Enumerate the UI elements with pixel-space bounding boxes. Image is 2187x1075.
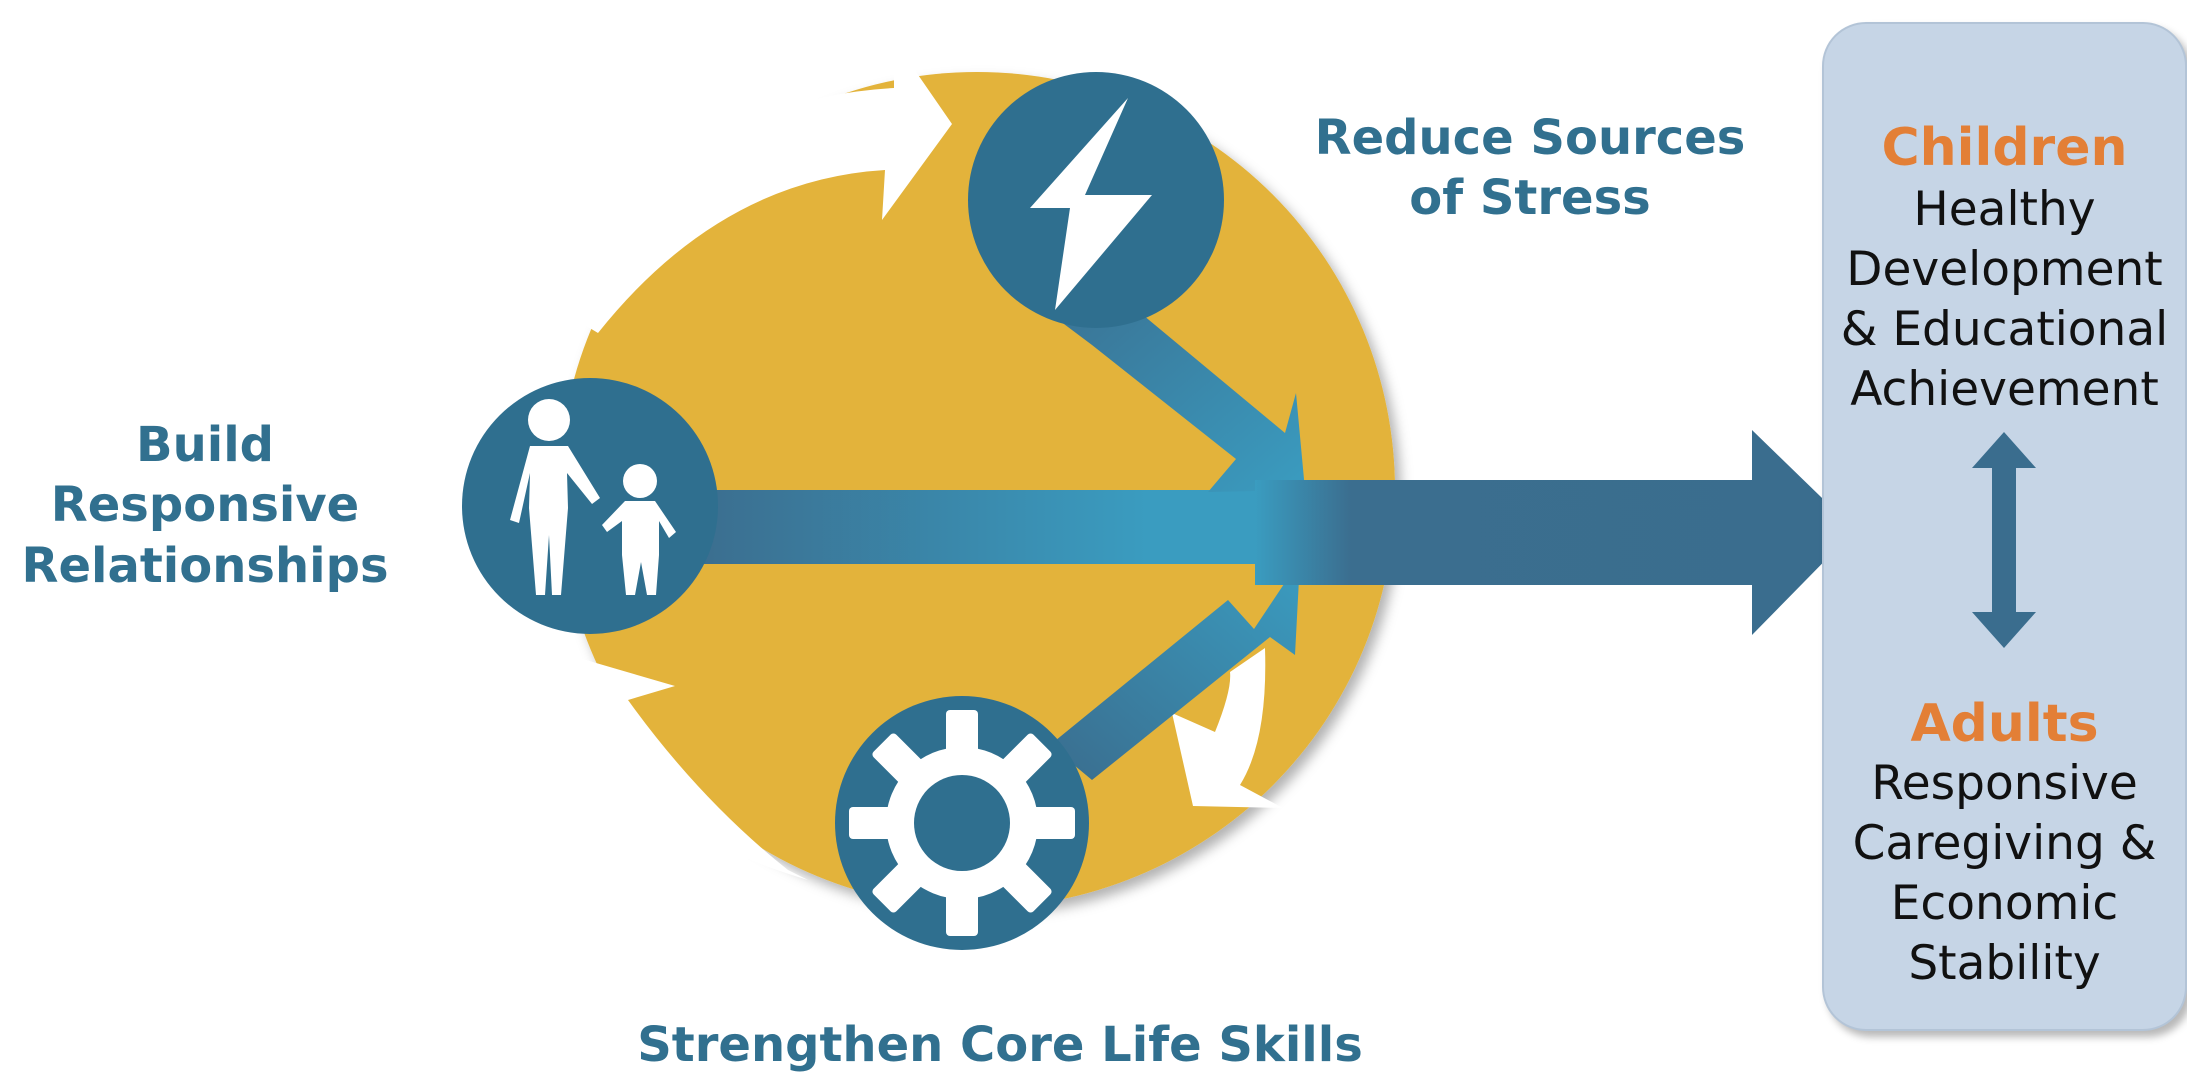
gear-icon	[849, 710, 1075, 936]
label-line: Responsive	[50, 477, 360, 534]
skills-connector	[1050, 560, 1300, 780]
outcome-line: Economic	[1890, 876, 2119, 931]
label-line: of Stress	[1409, 170, 1651, 227]
outcome-line: Achievement	[1850, 362, 2159, 417]
label-build-relationships: Build Responsive Relationships	[0, 415, 410, 596]
children-outcomes: Healthy Development & Educational Achiev…	[1818, 180, 2187, 420]
outcome-line: Development	[1846, 242, 2163, 297]
adults-heading: Adults	[1910, 694, 2099, 754]
outcome-line: Caregiving &	[1852, 816, 2157, 871]
outcome-arrow	[1255, 430, 1855, 635]
cycle-arrow-top	[530, 40, 952, 333]
bidirectional-arrow-icon	[1972, 432, 2036, 648]
children-heading: Children	[1881, 118, 2128, 178]
outcome-panel: Children Healthy Development & Education…	[1822, 22, 2187, 1031]
skills-badge	[835, 696, 1089, 950]
outcome-line: & Educational	[1840, 302, 2169, 357]
label-line: Build	[135, 417, 275, 473]
label-reduce-stress: Reduce Sources of Stress	[1285, 108, 1775, 229]
stress-badge	[968, 72, 1224, 328]
outcome-line: Responsive	[1871, 756, 2138, 811]
parent-child-icon	[510, 399, 676, 595]
label-strengthen-skills: Strengthen Core Life Skills	[637, 1017, 1363, 1073]
cycle-arrows	[513, 40, 1283, 880]
cycle-arrow-right	[1172, 648, 1283, 808]
lightning-bolt-icon	[1030, 98, 1152, 310]
relationships-badge	[462, 378, 718, 634]
cycle-arrow-left	[513, 651, 808, 880]
relationships-connector	[700, 490, 1260, 564]
outcome-line: Healthy	[1913, 182, 2096, 237]
label-line: Relationships	[21, 537, 389, 594]
label-line: Reduce Sources	[1314, 110, 1746, 166]
adults-outcomes: Responsive Caregiving & Economic Stabili…	[1818, 754, 2187, 994]
outcome-line: Stability	[1908, 936, 2101, 991]
